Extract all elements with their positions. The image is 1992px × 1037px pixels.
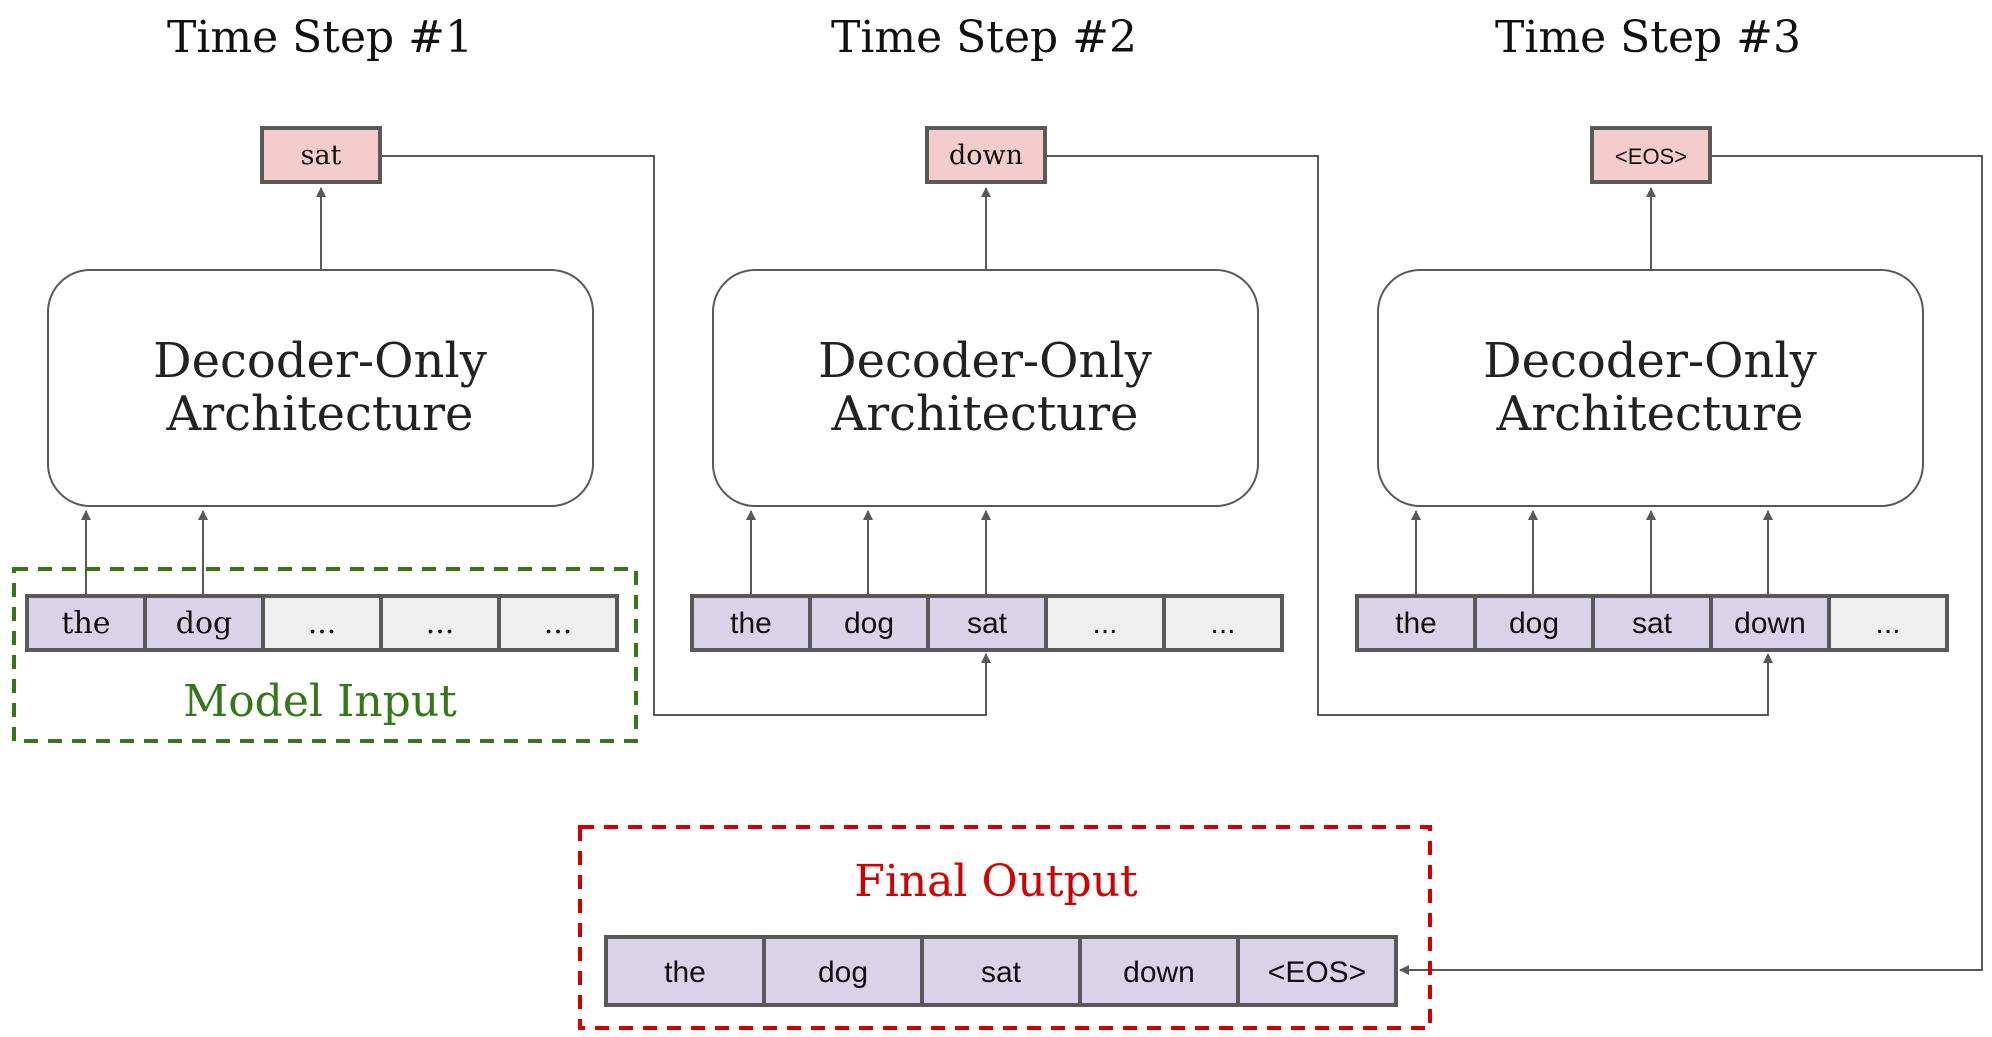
input-token-box: [808, 594, 930, 652]
input-token-label: dog: [176, 606, 232, 641]
model-input-label: Model Input: [183, 676, 457, 727]
step-title: Time Step #3: [1495, 12, 1801, 63]
final-token-label: the: [664, 956, 706, 989]
decoder-label-line2: Architecture: [831, 386, 1139, 442]
final-output-arrow: [1399, 155, 1983, 975]
input-token-box: [690, 594, 812, 652]
final-token-box: [1236, 935, 1398, 1007]
empty-token-box: [379, 594, 501, 652]
time-step-3: Time Step #3 <EOS> Decoder-Only Architec…: [1355, 12, 1949, 652]
decoder-box: [47, 269, 594, 507]
final-token-label: down: [1123, 956, 1195, 989]
final-token-label: sat: [981, 956, 1022, 989]
feedback-arrow-step1-to-step2: [380, 155, 991, 716]
final-output-group: Final Output the dog sat down <EOS>: [578, 825, 1432, 1030]
input-token-label: ...: [1875, 607, 1900, 640]
decoder-label-line1: Decoder-Only: [1483, 333, 1817, 389]
time-step-2: Time Step #2 down Decoder-Only Architect…: [690, 12, 1284, 652]
input-token-label: the: [61, 606, 110, 641]
empty-token-box: [261, 594, 383, 652]
input-token-box: [1591, 594, 1713, 652]
input-token-label: ...: [1092, 607, 1117, 640]
final-token-box: [604, 935, 766, 1007]
input-token-row: the dog sat down ...: [1355, 594, 1949, 652]
step-title: Time Step #1: [167, 12, 473, 63]
output-token-box: [925, 126, 1047, 184]
input-token-box: [1709, 594, 1831, 652]
decoder-box: [712, 269, 1259, 507]
empty-token-box: [1827, 594, 1949, 652]
final-token-label: <EOS>: [1268, 956, 1366, 989]
feedback-arrow-step2-to-step3: [1045, 155, 1773, 716]
input-token-label: sat: [967, 607, 1008, 640]
empty-token-box: [497, 594, 619, 652]
final-token-box: [1078, 935, 1240, 1007]
input-token-label: ...: [1210, 607, 1235, 640]
output-token-label: sat: [301, 140, 342, 171]
input-token-label: the: [1395, 607, 1437, 640]
final-token-label: dog: [818, 956, 868, 989]
output-token-box: [260, 126, 382, 184]
final-output-frame: [578, 825, 1432, 1030]
output-token-label: <EOS>: [1615, 144, 1687, 169]
input-token-box: [1355, 594, 1477, 652]
model-input-frame: [12, 567, 638, 743]
input-token-label: sat: [1632, 607, 1673, 640]
decoder-label-line1: Decoder-Only: [818, 333, 1152, 389]
input-token-label: ...: [544, 606, 573, 641]
input-token-label: dog: [1509, 607, 1559, 640]
input-token-label: the: [730, 607, 772, 640]
output-token-box: [1590, 126, 1712, 184]
empty-token-box: [1044, 594, 1166, 652]
decoder-label-line2: Architecture: [166, 386, 474, 442]
decoder-box: [1377, 269, 1924, 507]
input-token-label: dog: [844, 607, 894, 640]
input-token-row: the dog ... ... ...: [25, 594, 619, 652]
input-token-label: ...: [426, 606, 455, 641]
final-output-label: Final Output: [854, 856, 1138, 907]
final-token-box: [762, 935, 924, 1007]
time-step-1: Time Step #1 sat Decoder-Only Architectu…: [12, 12, 638, 743]
decoder-label-line2: Architecture: [1496, 386, 1804, 442]
output-token-label: down: [949, 140, 1023, 171]
input-token-row: the dog sat ... ...: [690, 594, 1284, 652]
input-token-label: down: [1734, 607, 1806, 640]
step-title: Time Step #2: [831, 12, 1137, 63]
decoder-label-line1: Decoder-Only: [153, 333, 487, 389]
empty-token-box: [1162, 594, 1284, 652]
input-token-label: ...: [308, 606, 337, 641]
